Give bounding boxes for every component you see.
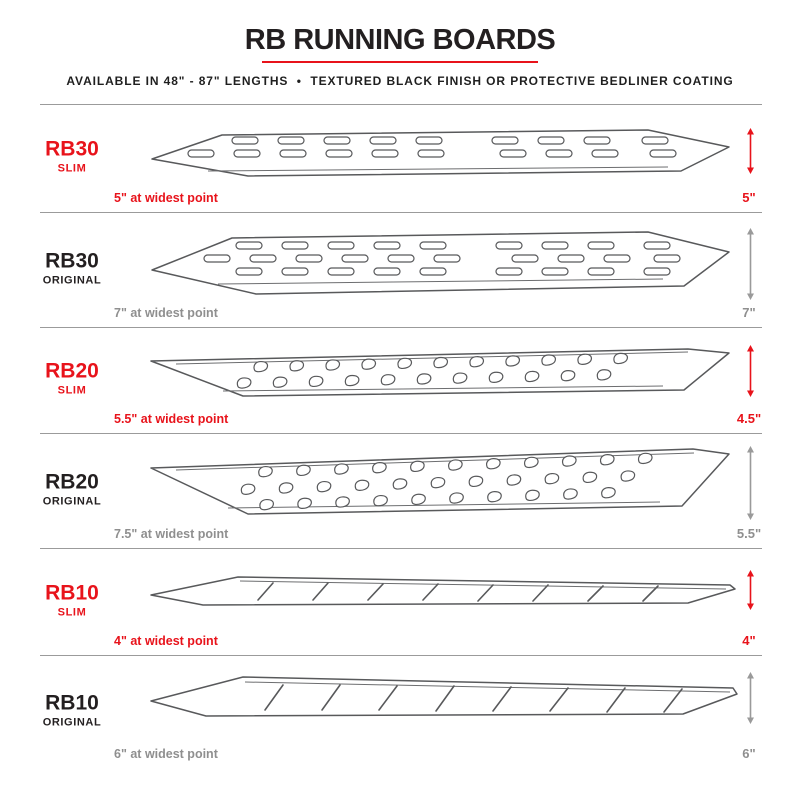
rb10-slim-drawing (150, 576, 736, 606)
rb30-original-drawing (151, 231, 730, 295)
board-label: RB20 SLIM (28, 359, 116, 397)
row-rb30-slim: RB30 SLIM 5" at widest point 5" (0, 104, 800, 212)
section-divider (40, 104, 762, 105)
board-label: RB30 SLIM (28, 137, 116, 175)
board-label: RB20 ORIGINAL (28, 470, 116, 508)
height-arrow-icon (747, 128, 754, 174)
width-measurement: 7" at widest point (114, 306, 218, 320)
height-measurement: 6" (742, 746, 756, 761)
variant-name: ORIGINAL (42, 274, 102, 287)
width-measurement: 4" at widest point (114, 634, 218, 648)
height-arrow-icon (747, 446, 754, 520)
row-rb10-original: RB10 ORIGINAL 6" at widest point 6" (0, 655, 800, 768)
board-label: RB30 ORIGINAL (28, 249, 116, 287)
section-divider (40, 433, 762, 434)
height-arrow-icon (747, 228, 754, 300)
rb20-slim-drawing (150, 348, 730, 397)
title-underline (262, 61, 538, 63)
model-name: RB20 (45, 359, 99, 383)
page-subtitle: AVAILABLE IN 48" - 87" LENGTHS • TEXTURE… (66, 74, 734, 88)
row-rb30-original: RB30 ORIGINAL 7" at widest point 7" (0, 212, 800, 327)
variant-name: SLIM (57, 384, 87, 397)
height-measurement: 7" (742, 305, 756, 320)
width-measurement: 6" at widest point (114, 747, 218, 761)
rb20-original-drawing (150, 448, 730, 515)
variant-name: ORIGINAL (42, 716, 102, 729)
model-name: RB10 (45, 691, 99, 715)
rb10-original-drawing (150, 676, 738, 717)
height-measurement: 4" (742, 633, 756, 648)
page-title: RB RUNNING BOARDS (244, 24, 556, 56)
section-divider (40, 548, 762, 549)
width-measurement: 7.5" at widest point (114, 527, 229, 541)
height-measurement: 4.5" (736, 411, 762, 426)
board-label: RB10 SLIM (28, 581, 116, 619)
section-divider (40, 327, 762, 328)
height-measurement: 5.5" (736, 526, 762, 541)
model-name: RB30 (45, 249, 99, 273)
variant-name: ORIGINAL (42, 495, 102, 508)
model-name: RB20 (45, 470, 99, 494)
height-arrow-icon (747, 345, 754, 397)
section-divider (40, 655, 762, 656)
height-measurement: 5" (742, 190, 756, 205)
section-divider (40, 212, 762, 213)
board-label: RB10 ORIGINAL (28, 691, 116, 729)
rb30-slim-drawing (151, 129, 730, 177)
model-name: RB30 (45, 137, 99, 161)
variant-name: SLIM (57, 606, 87, 619)
page-header: RB RUNNING BOARDS AVAILABLE IN 48" - 87"… (0, 0, 800, 104)
height-arrow-icon (747, 570, 754, 610)
row-rb10-slim: RB10 SLIM 4" at widest point 4" (0, 548, 800, 655)
row-rb20-slim: RB20 SLIM 5.5" at widest point 4.5" (0, 327, 800, 433)
row-rb20-original: RB20 ORIGINAL 7.5" at widest point 5.5" (0, 433, 800, 548)
variant-name: SLIM (57, 162, 87, 175)
width-measurement: 5.5" at widest point (114, 412, 229, 426)
height-arrow-icon (747, 672, 754, 724)
model-name: RB10 (45, 581, 99, 605)
width-measurement: 5" at widest point (114, 191, 218, 205)
